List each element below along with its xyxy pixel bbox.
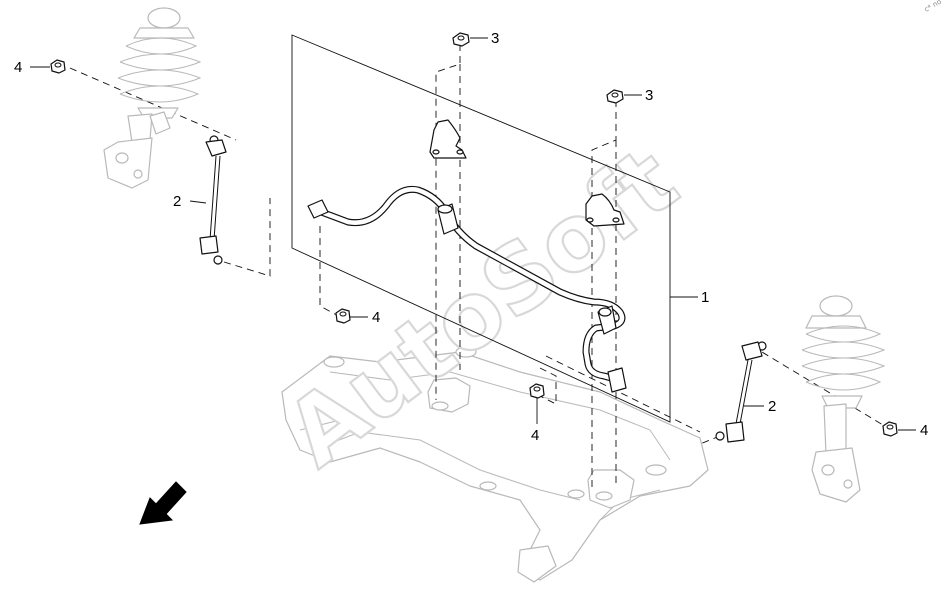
callout-link-right: 2	[768, 398, 776, 415]
callout-nut-right: 4	[920, 422, 928, 439]
subframe	[281, 346, 709, 583]
nut-icon	[882, 421, 898, 437]
strut-right	[801, 295, 886, 503]
bar-bracket-center	[429, 119, 467, 159]
front-direction-arrow-icon	[139, 481, 187, 525]
callout-nut-top-right: 3	[645, 87, 653, 104]
callout-labels: 3 3 4 2 4 4 1 2 4	[14, 30, 928, 444]
stabilizer-link-right	[715, 341, 767, 443]
callout-leaders	[30, 37, 916, 431]
callout-stabilizer-bar: 1	[701, 289, 709, 306]
exploded-frame	[291, 34, 671, 423]
callout-nut-center-bottom: 4	[531, 427, 539, 444]
callout-nut-top-center: 3	[491, 30, 499, 47]
nut-icon	[335, 308, 351, 324]
callout-nut-left-top: 4	[14, 59, 22, 76]
stabilizer-bar	[307, 185, 627, 393]
strut-left	[103, 7, 202, 189]
nut-icon	[529, 383, 545, 399]
corner-stamp: c* no	[923, 0, 943, 14]
nut-icon	[50, 59, 66, 74]
bar-bracket-right	[585, 193, 625, 227]
callout-link-left: 2	[173, 193, 181, 210]
nut-icon	[452, 32, 470, 47]
stabilizer-link-left	[199, 135, 227, 265]
callout-nut-center-left: 4	[372, 309, 380, 326]
assembly-lines	[69, 44, 889, 488]
nut-icon	[606, 89, 624, 104]
